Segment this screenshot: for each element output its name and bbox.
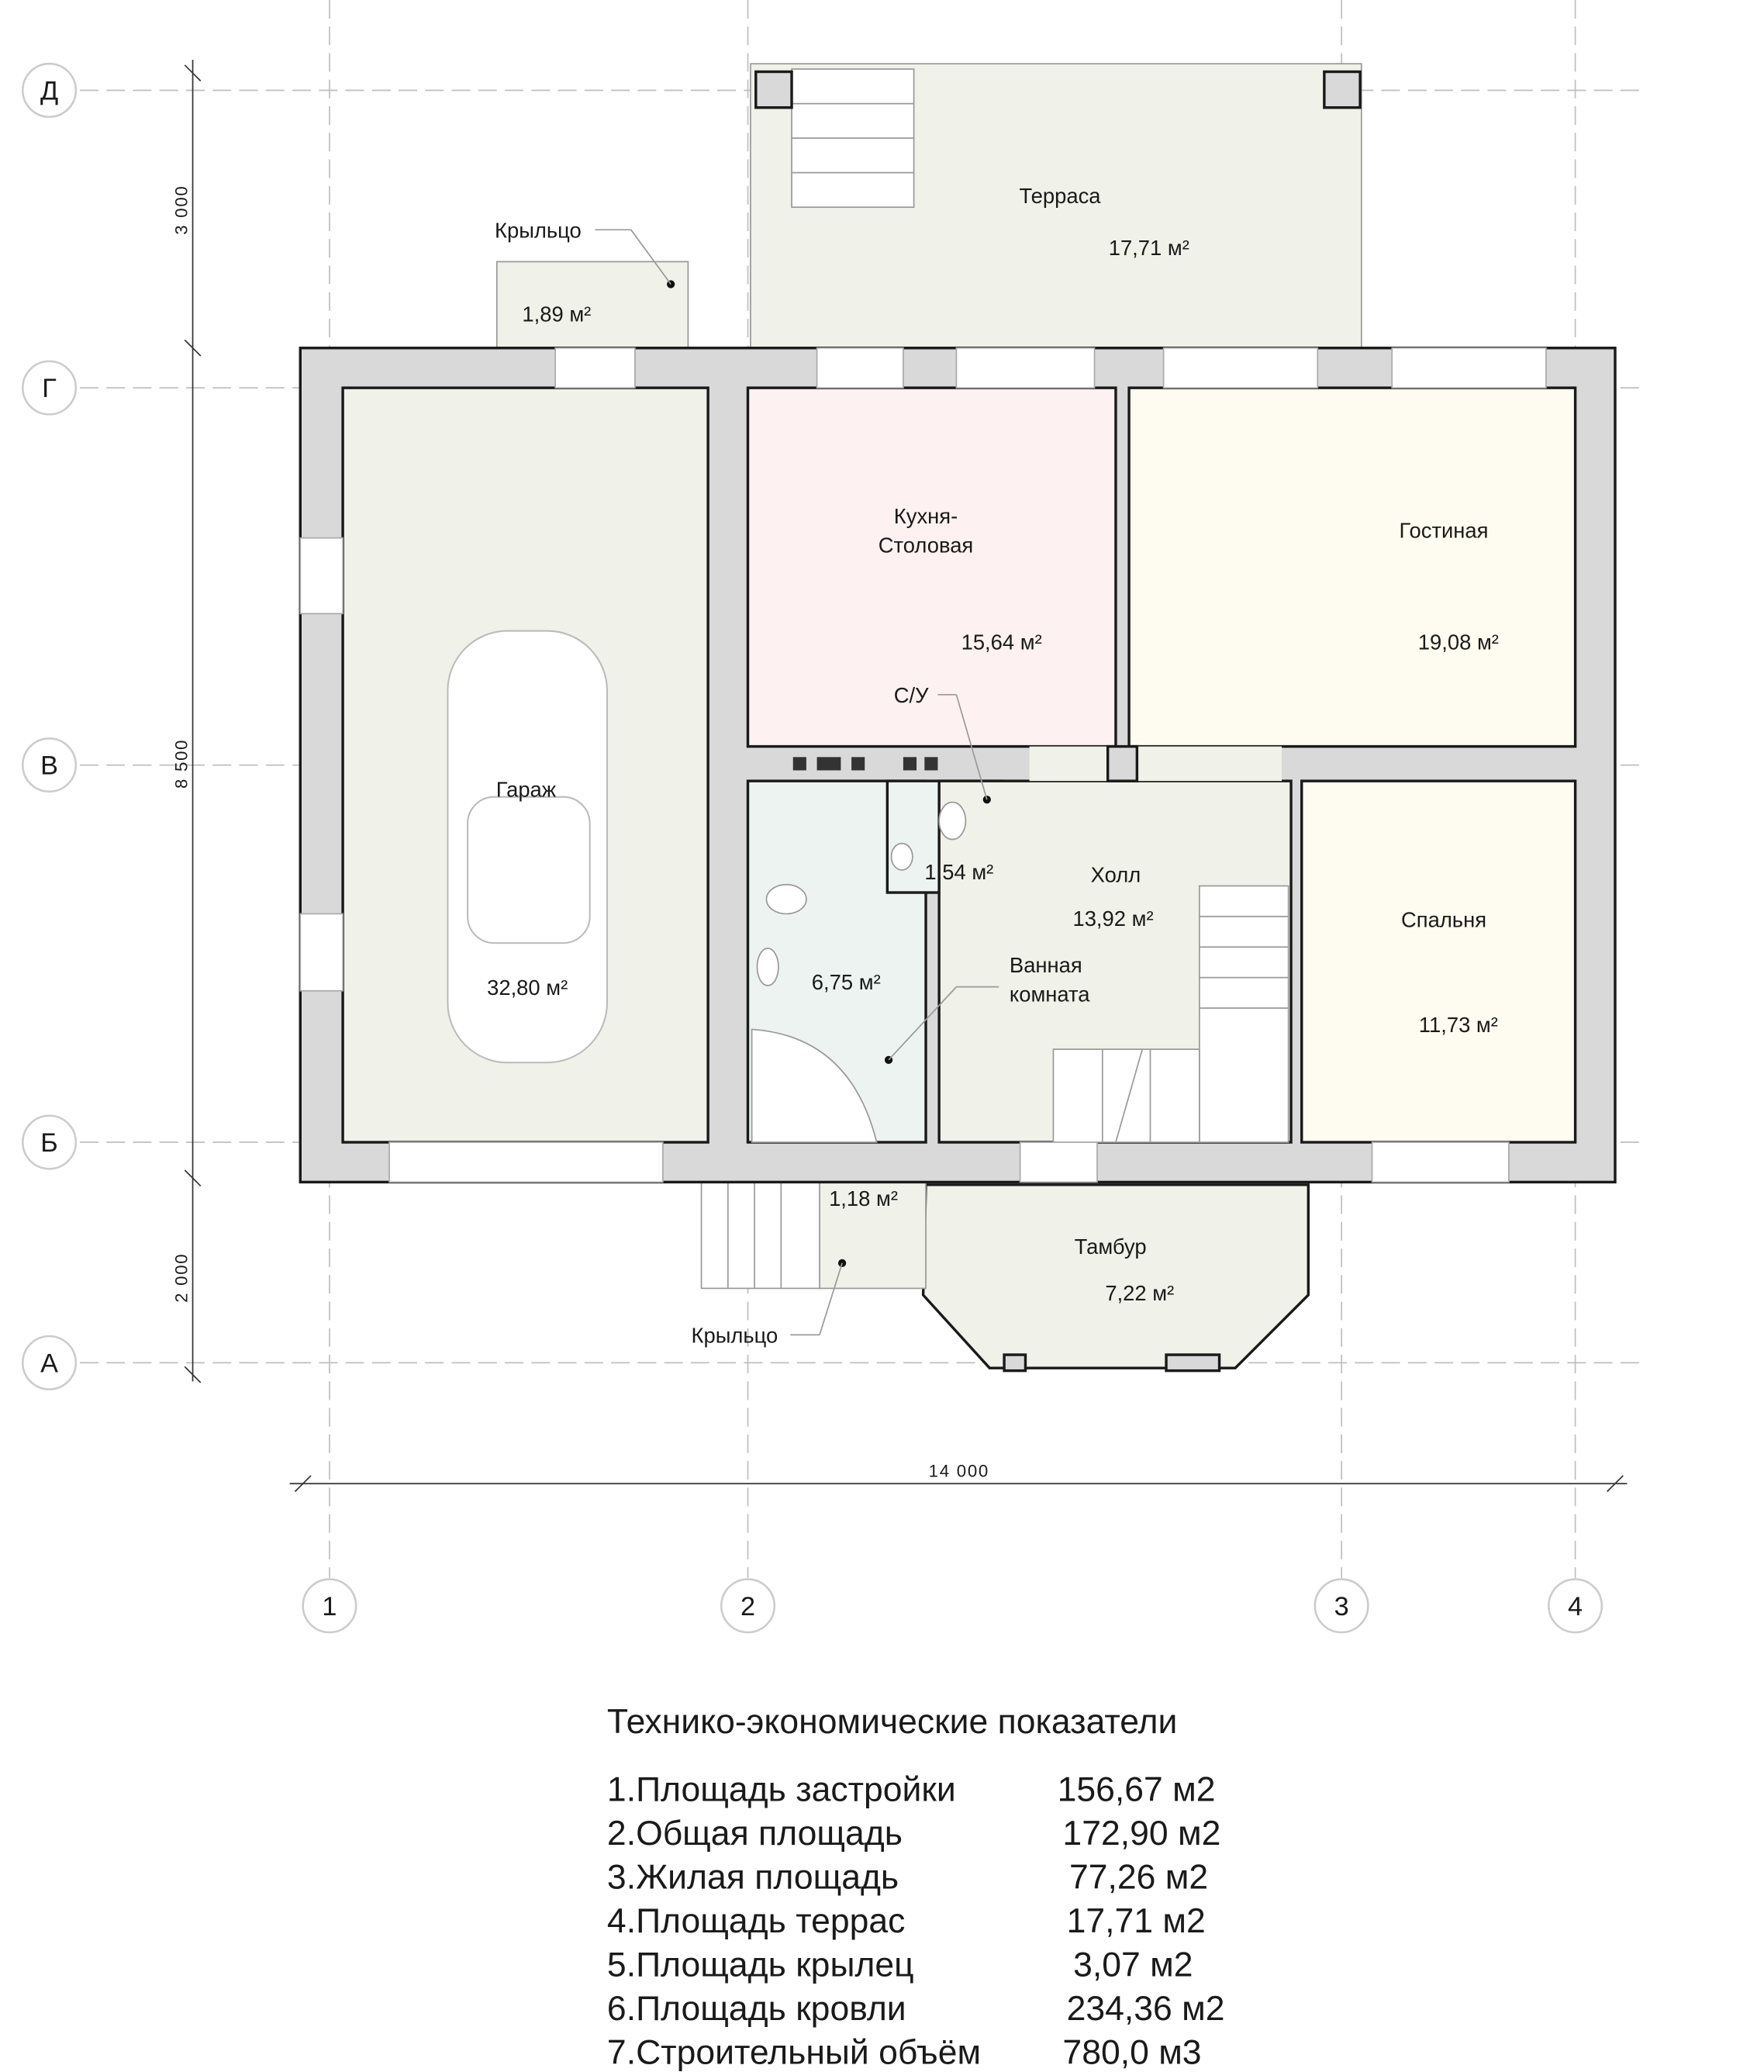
- kitchen-area-label: 15,64 м²: [961, 630, 1042, 654]
- bathroom-name-2: комната: [1010, 982, 1090, 1006]
- vestibule-column-right: [1165, 1353, 1221, 1373]
- bedroom-area-label: 11,73 м²: [1419, 1013, 1498, 1037]
- bathroom-area-label: 6,75 м²: [812, 970, 881, 994]
- living-name: Гостиная: [1400, 519, 1489, 543]
- vestibule-name: Тамбур: [1075, 1235, 1147, 1259]
- leader-lines: [595, 229, 999, 1336]
- summary-value: 156,67 м2: [1058, 1771, 1216, 1809]
- bedroom-room: [1300, 779, 1577, 1144]
- summary-label: 2.Общая площадь: [607, 1815, 903, 1853]
- summary-value: 17,71 м2: [1067, 1902, 1206, 1940]
- terrace-area-label: 17,71 м²: [1109, 236, 1189, 260]
- summary-value: 77,26 м2: [1069, 1859, 1208, 1897]
- car-icon: [447, 630, 608, 1064]
- axis-row-g: Г: [42, 374, 57, 403]
- vestibule-area-label: 7,22 м²: [1105, 1281, 1174, 1305]
- terrace-column-left: [754, 70, 793, 109]
- summary-value: 234,36 м2: [1067, 1990, 1225, 2028]
- axis-col-2: 2: [740, 1592, 755, 1621]
- kitchen-room: [746, 386, 1117, 748]
- vestibule-area: [921, 1183, 1310, 1369]
- garage-area-label: 32,80 м²: [487, 976, 568, 1000]
- porch-bottom-area-label: 1,18 м²: [829, 1186, 898, 1210]
- summary-value: 172,90 м2: [1062, 1815, 1220, 1853]
- ventilation-ducts: [792, 757, 938, 771]
- hall-passage: [1029, 746, 1282, 782]
- summary-label: 7.Строительный объём: [607, 2034, 981, 2072]
- garage-name: Гараж: [496, 778, 557, 802]
- summary-title: Технико-экономические показатели: [607, 1703, 1177, 1741]
- axis-row-a: А: [40, 1349, 58, 1378]
- wc-name: С/У: [894, 683, 929, 707]
- axis-row-b: Б: [40, 1128, 57, 1158]
- dimension-2000: 2 000: [172, 1253, 192, 1303]
- summary-label: 4.Площадь террас: [607, 1902, 905, 1940]
- summary-label: 1.Площадь застройки: [607, 1771, 956, 1809]
- summary-label: 3.Жилая площадь: [607, 1859, 899, 1897]
- porch-bottom-name: Крыльцо: [692, 1324, 778, 1348]
- hall-area-label: 13,92 м²: [1072, 906, 1153, 931]
- kitchen-name-1: Кухня-: [894, 504, 958, 528]
- windows: [299, 347, 1547, 1183]
- axis-col-4: 4: [1568, 1592, 1583, 1621]
- vestibule-column-left: [1003, 1353, 1027, 1373]
- bedroom-name: Спальня: [1401, 908, 1486, 932]
- kitchen-hall-column: [1106, 744, 1139, 782]
- summary-value: 780,0 м3: [1062, 2034, 1201, 2072]
- porch-top-area-label: 1,89 м²: [522, 302, 591, 326]
- terrace-name: Терраса: [1019, 184, 1101, 208]
- summary-label: 6.Площадь кровли: [607, 1990, 906, 2028]
- summary-label: 5.Площадь крылец: [607, 1946, 914, 1984]
- dimension-14000: 14 000: [929, 1462, 989, 1481]
- axis-col-1: 1: [322, 1592, 337, 1621]
- summary-value: 3,07 м2: [1073, 1946, 1193, 1984]
- axis-col-3: 3: [1334, 1592, 1349, 1621]
- bathroom-name-1: Ванная: [1010, 953, 1082, 977]
- dimension-lines: [184, 60, 1628, 1493]
- axis-markers: [22, 62, 1603, 1634]
- staircase: [1052, 885, 1289, 1143]
- porch-top-name: Крыльцо: [495, 219, 582, 243]
- living-area-label: 19,08 м²: [1418, 630, 1499, 654]
- porch-bottom-area: [819, 1181, 927, 1290]
- wc-area-label: 1,54 м²: [924, 860, 993, 884]
- terrace-column-right: [1323, 70, 1362, 109]
- hall-name: Холл: [1091, 862, 1141, 886]
- axis-row-v: В: [40, 751, 58, 781]
- axis-row-d: Д: [40, 76, 58, 105]
- kitchen-name-2: Столовая: [879, 534, 973, 558]
- porch-bottom-steps: [700, 1181, 820, 1290]
- bathroom-fixtures: [751, 801, 967, 1143]
- living-room: [1127, 386, 1577, 748]
- dimension-8500: 8 500: [172, 739, 192, 789]
- dimension-3000: 3 000: [172, 185, 192, 235]
- summary-table: 1.Площадь застройки 156,67 м2 2.Общая пл…: [607, 1771, 1225, 2072]
